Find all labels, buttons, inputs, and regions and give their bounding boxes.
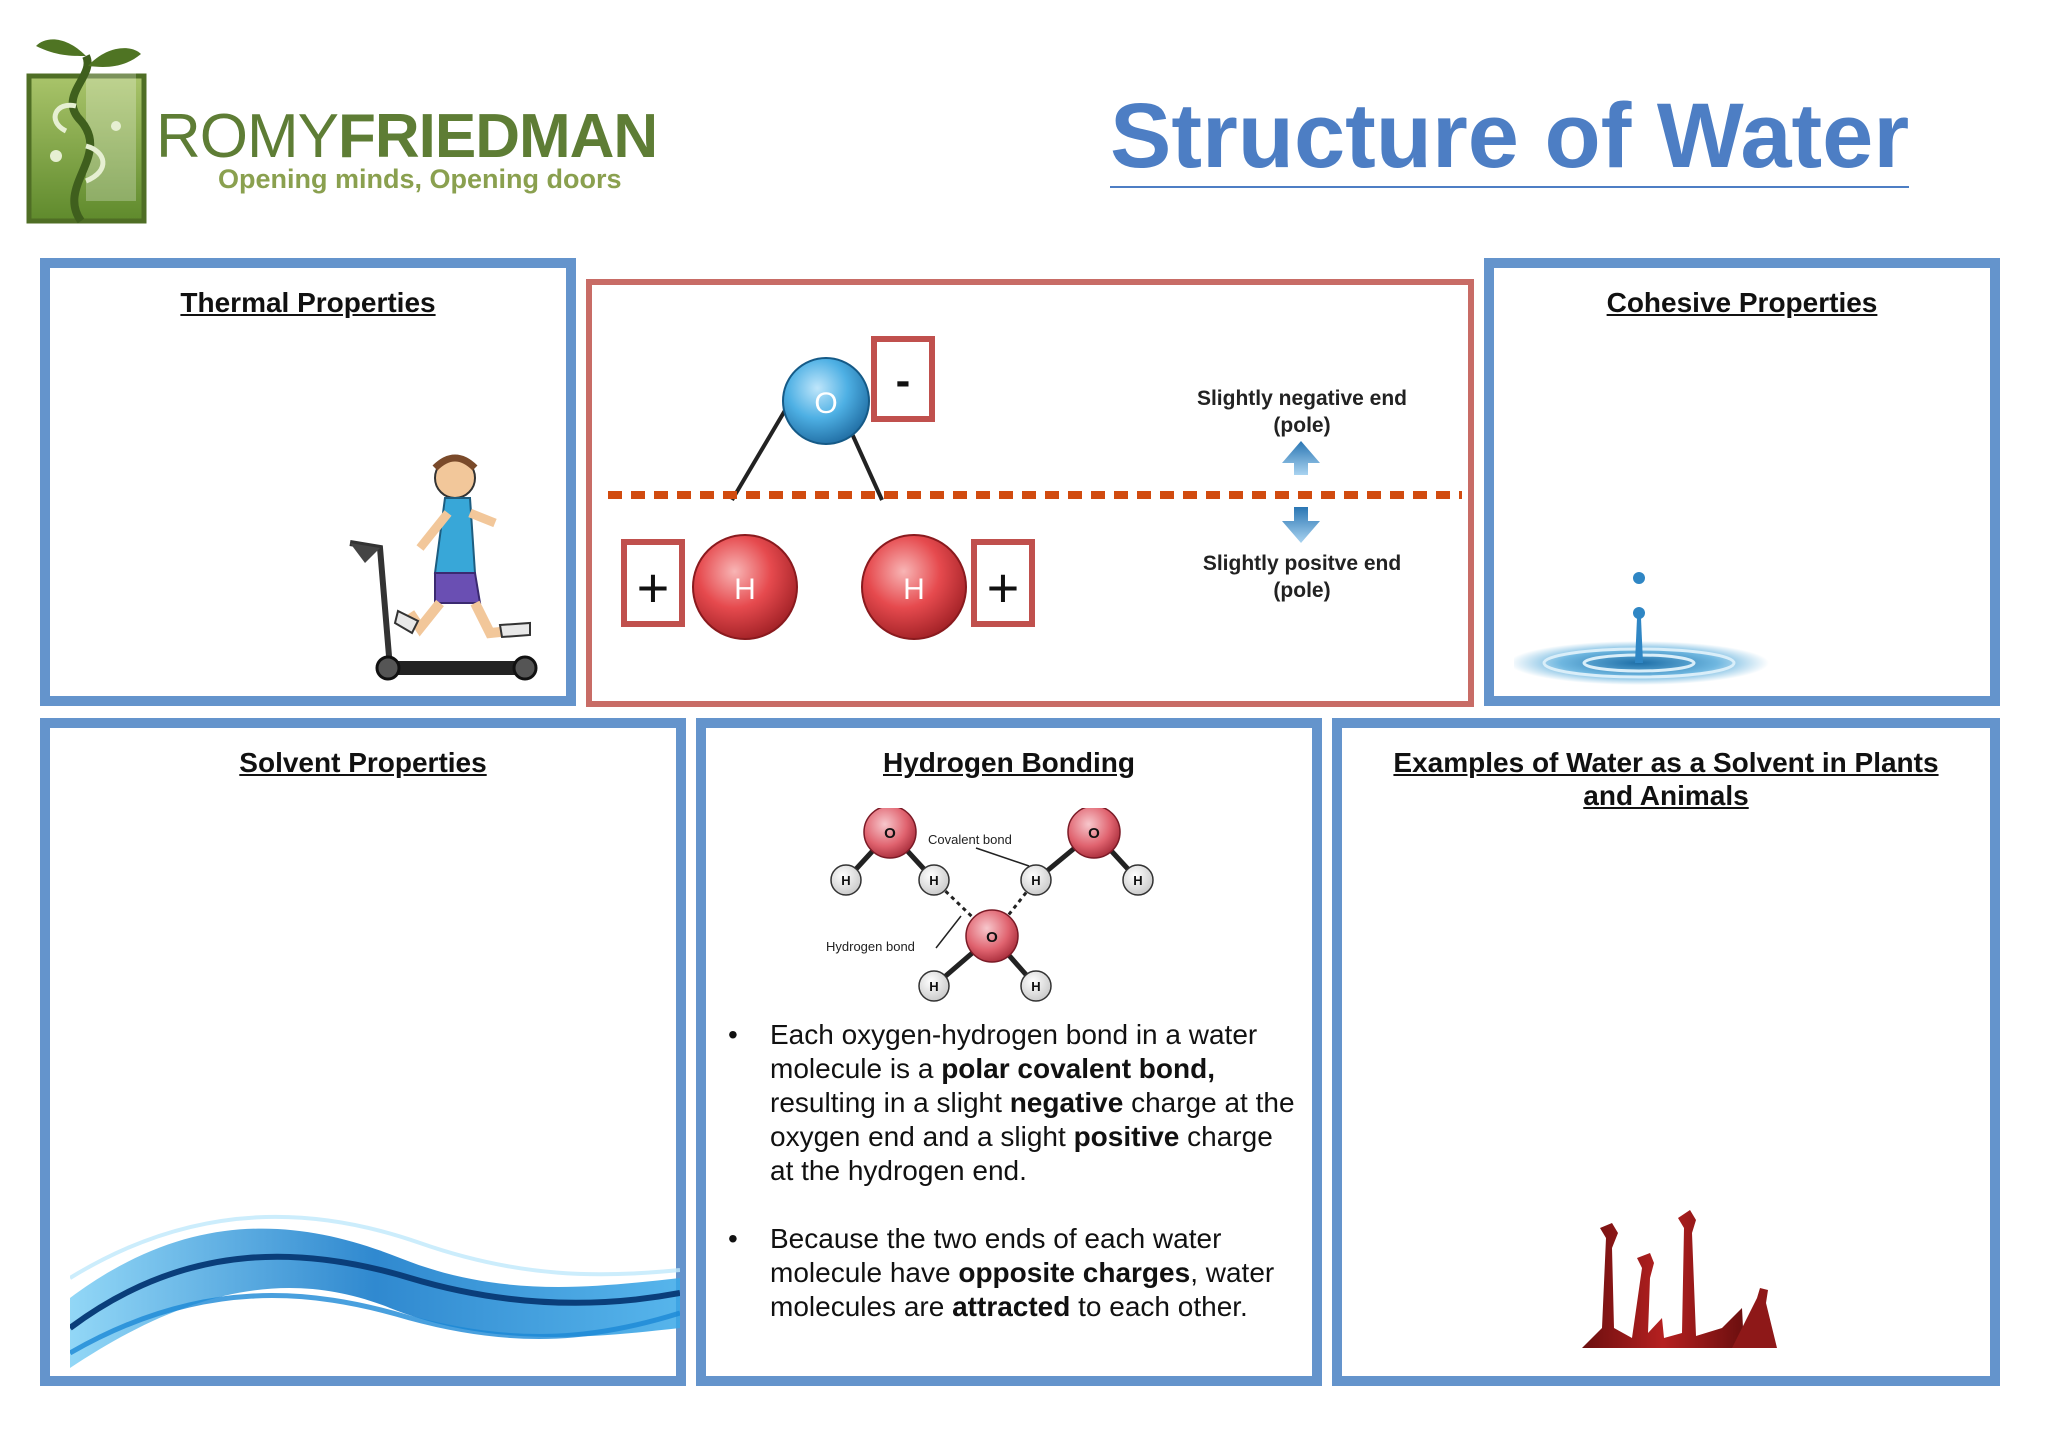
diagram-hydrogen-6: H [1031,979,1040,994]
hydrogen-symbol-left: H [734,573,756,606]
bullet-text: Each oxygen-hydrogen bond in a water mol… [770,1019,1258,1084]
hydrogen-symbol-right: H [903,573,925,606]
examples-title: Examples of Water as a Solvent in Plants… [1393,747,1939,811]
hydrogen-bond-label: Hydrogen bond [826,939,915,954]
diagram-oxygen-3: O [986,929,998,946]
diagram-hydrogen-2: H [929,873,938,888]
page-title: Structure of Water [1110,85,1910,188]
hydrogen-bonding-title: Hydrogen Bonding [883,747,1135,778]
negative-pole-label-line2: (pole) [1273,414,1331,437]
oxygen-symbol: O [814,387,837,420]
examples-panel: Examples of Water as a Solvent in Plants… [1332,718,2000,1386]
bullet-text: resulting in a slight [770,1087,1010,1118]
bullet-text: opposite charges [958,1257,1191,1288]
positive-pole-label: Slightly positve end (pole) [1182,550,1422,604]
logo-plant-icon [26,39,147,224]
water-droplet-illustration [1514,572,1769,685]
solvent-panel: Solvent Properties [40,718,686,1386]
diagram-hydrogen-4: H [1133,873,1142,888]
bullet-text: charge at the oxygen end and a slight [770,1087,1295,1152]
water-molecule-diagram: O H H - + + [608,336,1462,640]
cohesive-title: Cohesive Properties [1606,287,1878,318]
positive-pole-label-line2: (pole) [1273,579,1331,602]
bullet-text: negative [1009,1087,1124,1118]
logo-wordmark-light: ROMY [156,102,339,171]
diagram-hydrogen-3: H [1031,873,1040,888]
bullet-dot: • [728,1223,738,1254]
bullet-text: attracted [952,1291,1071,1322]
covalent-bond-label: Covalent bond [928,832,1012,847]
bullet-dot: • [728,1019,738,1050]
bullet-item: • Because the two ends of each water mole… [726,1222,1296,1324]
hydrogen-bonding-panel: Hydrogen Bonding O O O [696,718,1322,1386]
diagram-oxygen-2: O [1088,825,1100,842]
logo: ROMYFRIEDMAN Opening minds, Opening door… [26,26,726,226]
positive-pole-label-line1: Slightly positve end [1202,552,1402,575]
treadmill-runner-illustration [349,454,538,681]
diagram-hydrogen-5: H [929,979,938,994]
logo-tagline: Opening minds, Opening doors [218,164,622,194]
minus-charge: - [896,356,911,405]
bullet-item: • Each oxygen-hydrogen bond in a water mo… [726,1018,1296,1188]
bullet-text: Because the two ends of each water molec… [770,1223,1222,1288]
bullet-text: positive [1073,1121,1180,1152]
plus-charge-right: + [987,556,1020,619]
cohesive-panel: Cohesive Properties [1484,258,2000,706]
logo-wordmark-bold: FRIEDMAN [338,102,658,171]
logo-wordmark: ROMYFRIEDMAN [156,106,658,168]
bullet-text: polar covalent bond, [941,1053,1215,1084]
diagram-oxygen-1: O [884,825,896,842]
thermal-panel: Thermal Properties [40,258,576,706]
thermal-title: Thermal Properties [180,287,436,318]
blue-wave-illustration [70,1214,680,1368]
bullet-text: , water molecules are [770,1257,1275,1322]
bullet-text: to each other. [1070,1291,1248,1322]
diagram-hydrogen-1: H [841,873,850,888]
negative-pole-label-line1: Slightly negative end [1196,387,1408,410]
hydrogen-bond-diagram: O O O H H H H H H Covalent bond Hydrogen… [826,808,1154,1002]
plus-charge-left: + [637,556,670,619]
negative-pole-label: Slightly negative end (pole) [1182,385,1422,439]
red-liquid-splash-illustration [1582,1210,1777,1348]
hydrogen-bonding-bullets: • Each oxygen-hydrogen bond in a water mo… [726,1018,1296,1358]
bullet-text: charge at the hydrogen end. [770,1121,1273,1186]
molecule-panel: O H H - + + Slightly negative end (pole)… [586,279,1474,707]
molecule-labels: O H H - + + [637,356,1020,619]
solvent-title: Solvent Properties [239,747,487,778]
